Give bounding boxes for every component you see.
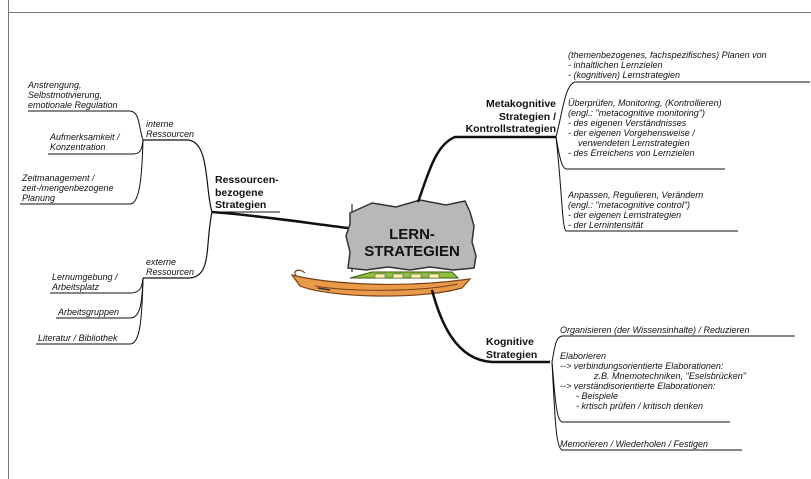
connector-organizing <box>551 335 795 363</box>
internal-label-line2: Ressourcen <box>146 129 195 139</box>
metacognitive-title-line2: Strategien / <box>498 110 556 123</box>
resources-title-line3: Strategien <box>215 199 267 211</box>
metacognitive-branch-title: Metakognitive Strategien / Kontrollstrat… <box>440 98 556 136</box>
literature-line1: Literatur / Bibliothek <box>38 333 118 343</box>
boat-window-icon <box>410 273 422 279</box>
internal-label-line1: interne <box>146 119 174 129</box>
connector-time <box>20 139 144 205</box>
elaboration-item: Elaborieren --> verbindungsorientierte E… <box>560 351 746 411</box>
elaboration-line3: z.B. Mnemotechniken, "Eselsbrücken" <box>594 371 746 381</box>
external-label-line1: externe <box>146 257 177 267</box>
central-sign-icon <box>345 199 477 271</box>
elaboration-line5: - Beispiele <box>576 391 619 401</box>
effort-line1: Anstrengung, <box>28 80 82 90</box>
monitoring-line6: - des Erreichens von Lernzielen <box>568 148 695 158</box>
metacognitive-title-line1: Metakognitive <box>485 98 556 110</box>
monitoring-line2: (engl.: "metacognitive monitoring") <box>568 108 705 118</box>
boat-window-icon <box>428 273 440 279</box>
elaboration-line6: - krtisch prüfen / kritisch denken <box>576 401 704 411</box>
branch-cognitive <box>430 289 550 364</box>
planning-item: (themenbezogenes, fachspezifisches) Plan… <box>568 50 767 80</box>
monitoring-line3: - des eigenen Verständnisses <box>568 118 687 128</box>
branch-metacognitive <box>416 135 556 203</box>
control-line3: - der eigenen Lernstrategien <box>568 210 682 220</box>
boat-prow-icon <box>294 269 306 277</box>
center-topic: LERN- STRATEGIEN <box>353 226 471 260</box>
attention-line2: Konzentration <box>50 142 106 152</box>
resources-title-line1: Ressourcen- <box>215 174 279 186</box>
connector-memorizing <box>551 361 742 451</box>
monitoring-line4: - der eigenen Vorgehensweise / <box>568 128 695 138</box>
connector-planning <box>555 81 810 138</box>
control-item: Anpassen, Regulieren, Verändern (engl.: … <box>568 190 703 230</box>
boat-window-icon <box>374 273 386 279</box>
environment-item: Lernumgebung / Arbeitsplatz <box>52 272 118 292</box>
time-line2: zeit-/mengenbezogene <box>22 183 114 193</box>
memorizing-line1: Memorieren / Wiederholen / Festigen <box>560 439 708 449</box>
resources-title-line2: bezogene <box>215 186 264 199</box>
connector-control <box>555 136 738 232</box>
groups-item: Arbeitsgruppen <box>58 307 119 317</box>
boat-window-icon <box>392 273 404 279</box>
groups-line1: Arbeitsgruppen <box>58 307 120 317</box>
effort-line3: emotionale Regulation <box>28 100 118 110</box>
boat-hull-icon <box>290 274 472 297</box>
monitoring-item: Überprüfen, Monitoring, (Kontrollieren) … <box>568 98 722 158</box>
boat-oar-icon <box>317 287 331 291</box>
environment-line1: Lernumgebung / <box>52 272 118 282</box>
organizing-item: Organisieren (der Wissensinhalte) / Redu… <box>560 325 750 335</box>
monitoring-line5: verwendeten Lernstrategien <box>578 138 690 148</box>
monitoring-line1: Überprüfen, Monitoring, (Kontrollieren) <box>568 98 722 108</box>
branch-internal-resources <box>143 139 213 213</box>
attention-line1: Aufmerksamkeit / <box>50 132 120 142</box>
external-resources-label: externe Ressourcen <box>146 257 194 277</box>
control-line2: (engl.: "metacognitive control") <box>568 200 690 210</box>
planning-line2: - inhaltlichen Lernzielen <box>568 60 663 70</box>
effort-line2: Selbstmotivierung, <box>28 90 103 100</box>
boat-hull-stripe <box>314 283 459 291</box>
planning-line3: - (kognitiven) Lernstrategien <box>568 70 681 80</box>
center-topic-line1: LERN- <box>389 226 435 243</box>
effort-item: Anstrengung, Selbstmotivierung, emotiona… <box>28 80 118 110</box>
resources-branch-title: Ressourcen- bezogene Strategien <box>215 174 279 212</box>
time-management-item: Zeitmanagement / zeit-/mengenbezogene Pl… <box>22 173 114 203</box>
frame-border-top <box>8 12 811 13</box>
planning-line1: (themenbezogenes, fachspezifisches) Plan… <box>568 50 767 60</box>
cognitive-title-line1: Kognitive <box>486 336 534 348</box>
branch-resources <box>211 210 349 230</box>
elaboration-line1: Elaborieren <box>560 351 607 361</box>
boat-illustration <box>290 204 472 297</box>
elaboration-line2: --> verbindungsorientierte Elaborationen… <box>560 361 724 371</box>
literature-item: Literatur / Bibliothek <box>38 333 118 343</box>
metacognitive-title-line3: Kontrollstrategien <box>465 123 556 135</box>
connector-literature <box>36 277 144 345</box>
cognitive-title-line2: Strategien <box>486 348 538 361</box>
organizing-line1: Organisieren (der Wissensinhalte) / Redu… <box>560 325 750 335</box>
center-topic-line2: STRATEGIEN <box>364 243 460 260</box>
time-line1: Zeitmanagement / <box>22 173 95 183</box>
time-line3: Planung <box>22 193 56 203</box>
memorizing-item: Memorieren / Wiederholen / Festigen <box>560 439 708 449</box>
frame-border-left <box>8 0 9 479</box>
control-line1: Anpassen, Regulieren, Verändern <box>568 190 704 200</box>
boat-deck-icon <box>349 271 460 279</box>
control-line4: - der Lernintensität <box>568 220 644 230</box>
branch-external-resources <box>143 211 213 279</box>
elaboration-line4: --> verständisorientierte Elaborationen: <box>560 381 716 391</box>
internal-resources-label: interne Ressourcen <box>146 119 194 139</box>
connector-effort <box>28 110 144 141</box>
cognitive-branch-title: Kognitive Strategien <box>486 336 537 361</box>
environment-line2: Arbeitsplatz <box>52 282 100 292</box>
external-label-line2: Ressourcen <box>146 267 195 277</box>
attention-item: Aufmerksamkeit / Konzentration <box>50 132 120 152</box>
